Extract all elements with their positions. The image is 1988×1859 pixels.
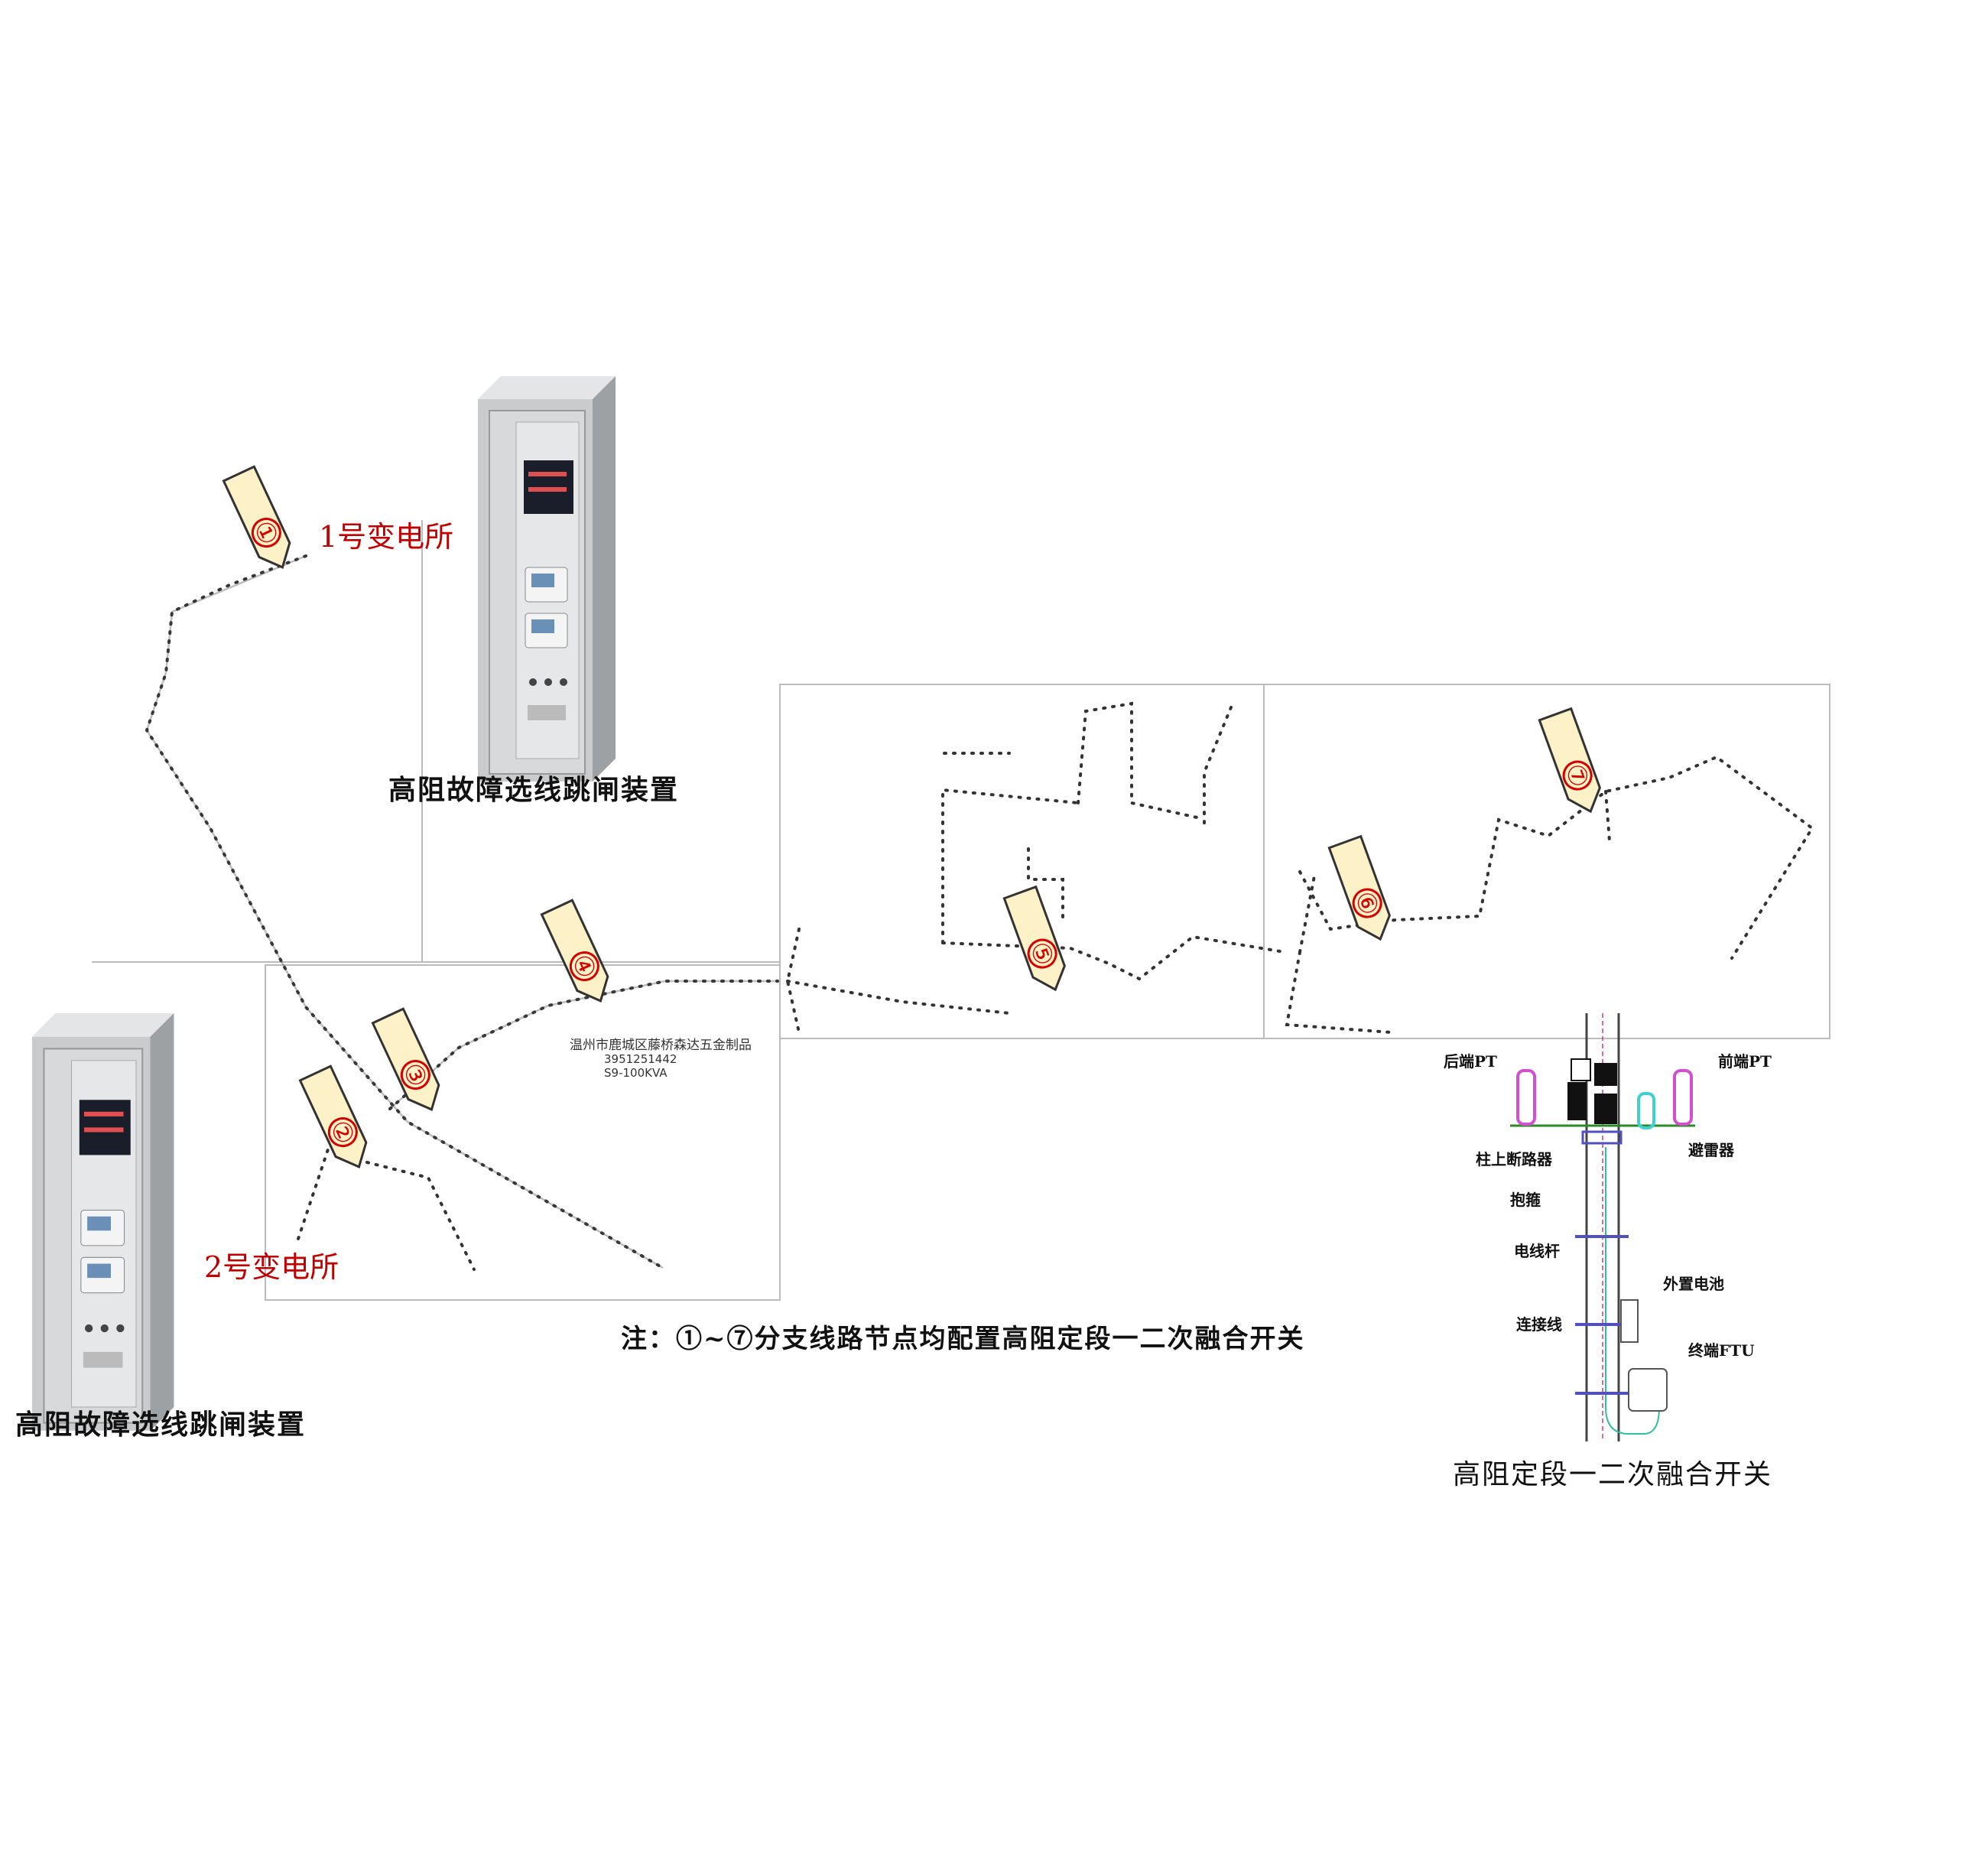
arrester-icon <box>1637 1092 1655 1129</box>
label-pole: 电线杆 <box>1514 1242 1560 1260</box>
rear-pt-icon <box>1516 1069 1536 1126</box>
node-marker-6: ⑥ <box>1327 835 1398 947</box>
node-marker-5: ⑤ <box>1002 886 1073 997</box>
label-rear-pt: 后端PT <box>1444 1052 1497 1071</box>
battery-icon <box>1620 1299 1639 1343</box>
label-wire: 连接线 <box>1516 1315 1562 1334</box>
customer-name: 温州市鹿城区藤桥森达五金制品 <box>570 1038 752 1053</box>
label-hoop: 抱箍 <box>1510 1191 1541 1209</box>
node-marker-4: ④ <box>540 899 617 1009</box>
substation-1-label: 1号变电所 <box>319 520 453 554</box>
customer-id: 3951251442 <box>604 1052 677 1066</box>
ftu-icon <box>1628 1368 1668 1412</box>
tripping-device-cabinet-1 <box>477 375 616 782</box>
label-arrester: 避雷器 <box>1688 1141 1735 1159</box>
label-front-pt: 前端PT <box>1718 1052 1772 1071</box>
node-marker-2: ② <box>298 1064 375 1175</box>
label-battery: 外置电池 <box>1663 1275 1724 1293</box>
pole-switch-diagram: 后端PT 前端PT 柱上断路器 避雷器 抱箍 电线杆 外置电池 连接线 终端FT… <box>1444 1013 1772 1490</box>
device-1-caption: 高阻故障选线跳闸装置 <box>388 774 679 806</box>
node-marker-3: ③ <box>371 1007 448 1118</box>
feeder-lines <box>145 554 1814 1271</box>
front-pt-icon <box>1673 1069 1693 1126</box>
node-marker-7: ⑦ <box>1538 707 1608 819</box>
transformer-capacity: S9-100KVA <box>604 1066 668 1080</box>
note-text: 注：①~⑦分支线路节点均配置高阻定段一二次融合开关 <box>621 1324 1305 1354</box>
device-2-caption: 高阻故障选线跳闸装置 <box>15 1409 306 1441</box>
pole-diagram-title: 高阻定段一二次融合开关 <box>1453 1459 1772 1490</box>
branch-node-markers: ① ② ③ ④ ⑤ ⑥ ⑦ <box>222 465 1608 1175</box>
node-marker-1: ① <box>222 465 299 576</box>
tripping-device-cabinet-2 <box>31 1012 175 1432</box>
substation-2-label: 2号变电所 <box>204 1250 339 1284</box>
label-breaker: 柱上断路器 <box>1476 1150 1553 1168</box>
label-ftu: 终端FTU <box>1688 1341 1755 1360</box>
map-annotation: 温州市鹿城区藤桥森达五金制品 3951251442 S9-100KVA <box>570 1038 752 1080</box>
map-frames <box>92 520 1830 1301</box>
